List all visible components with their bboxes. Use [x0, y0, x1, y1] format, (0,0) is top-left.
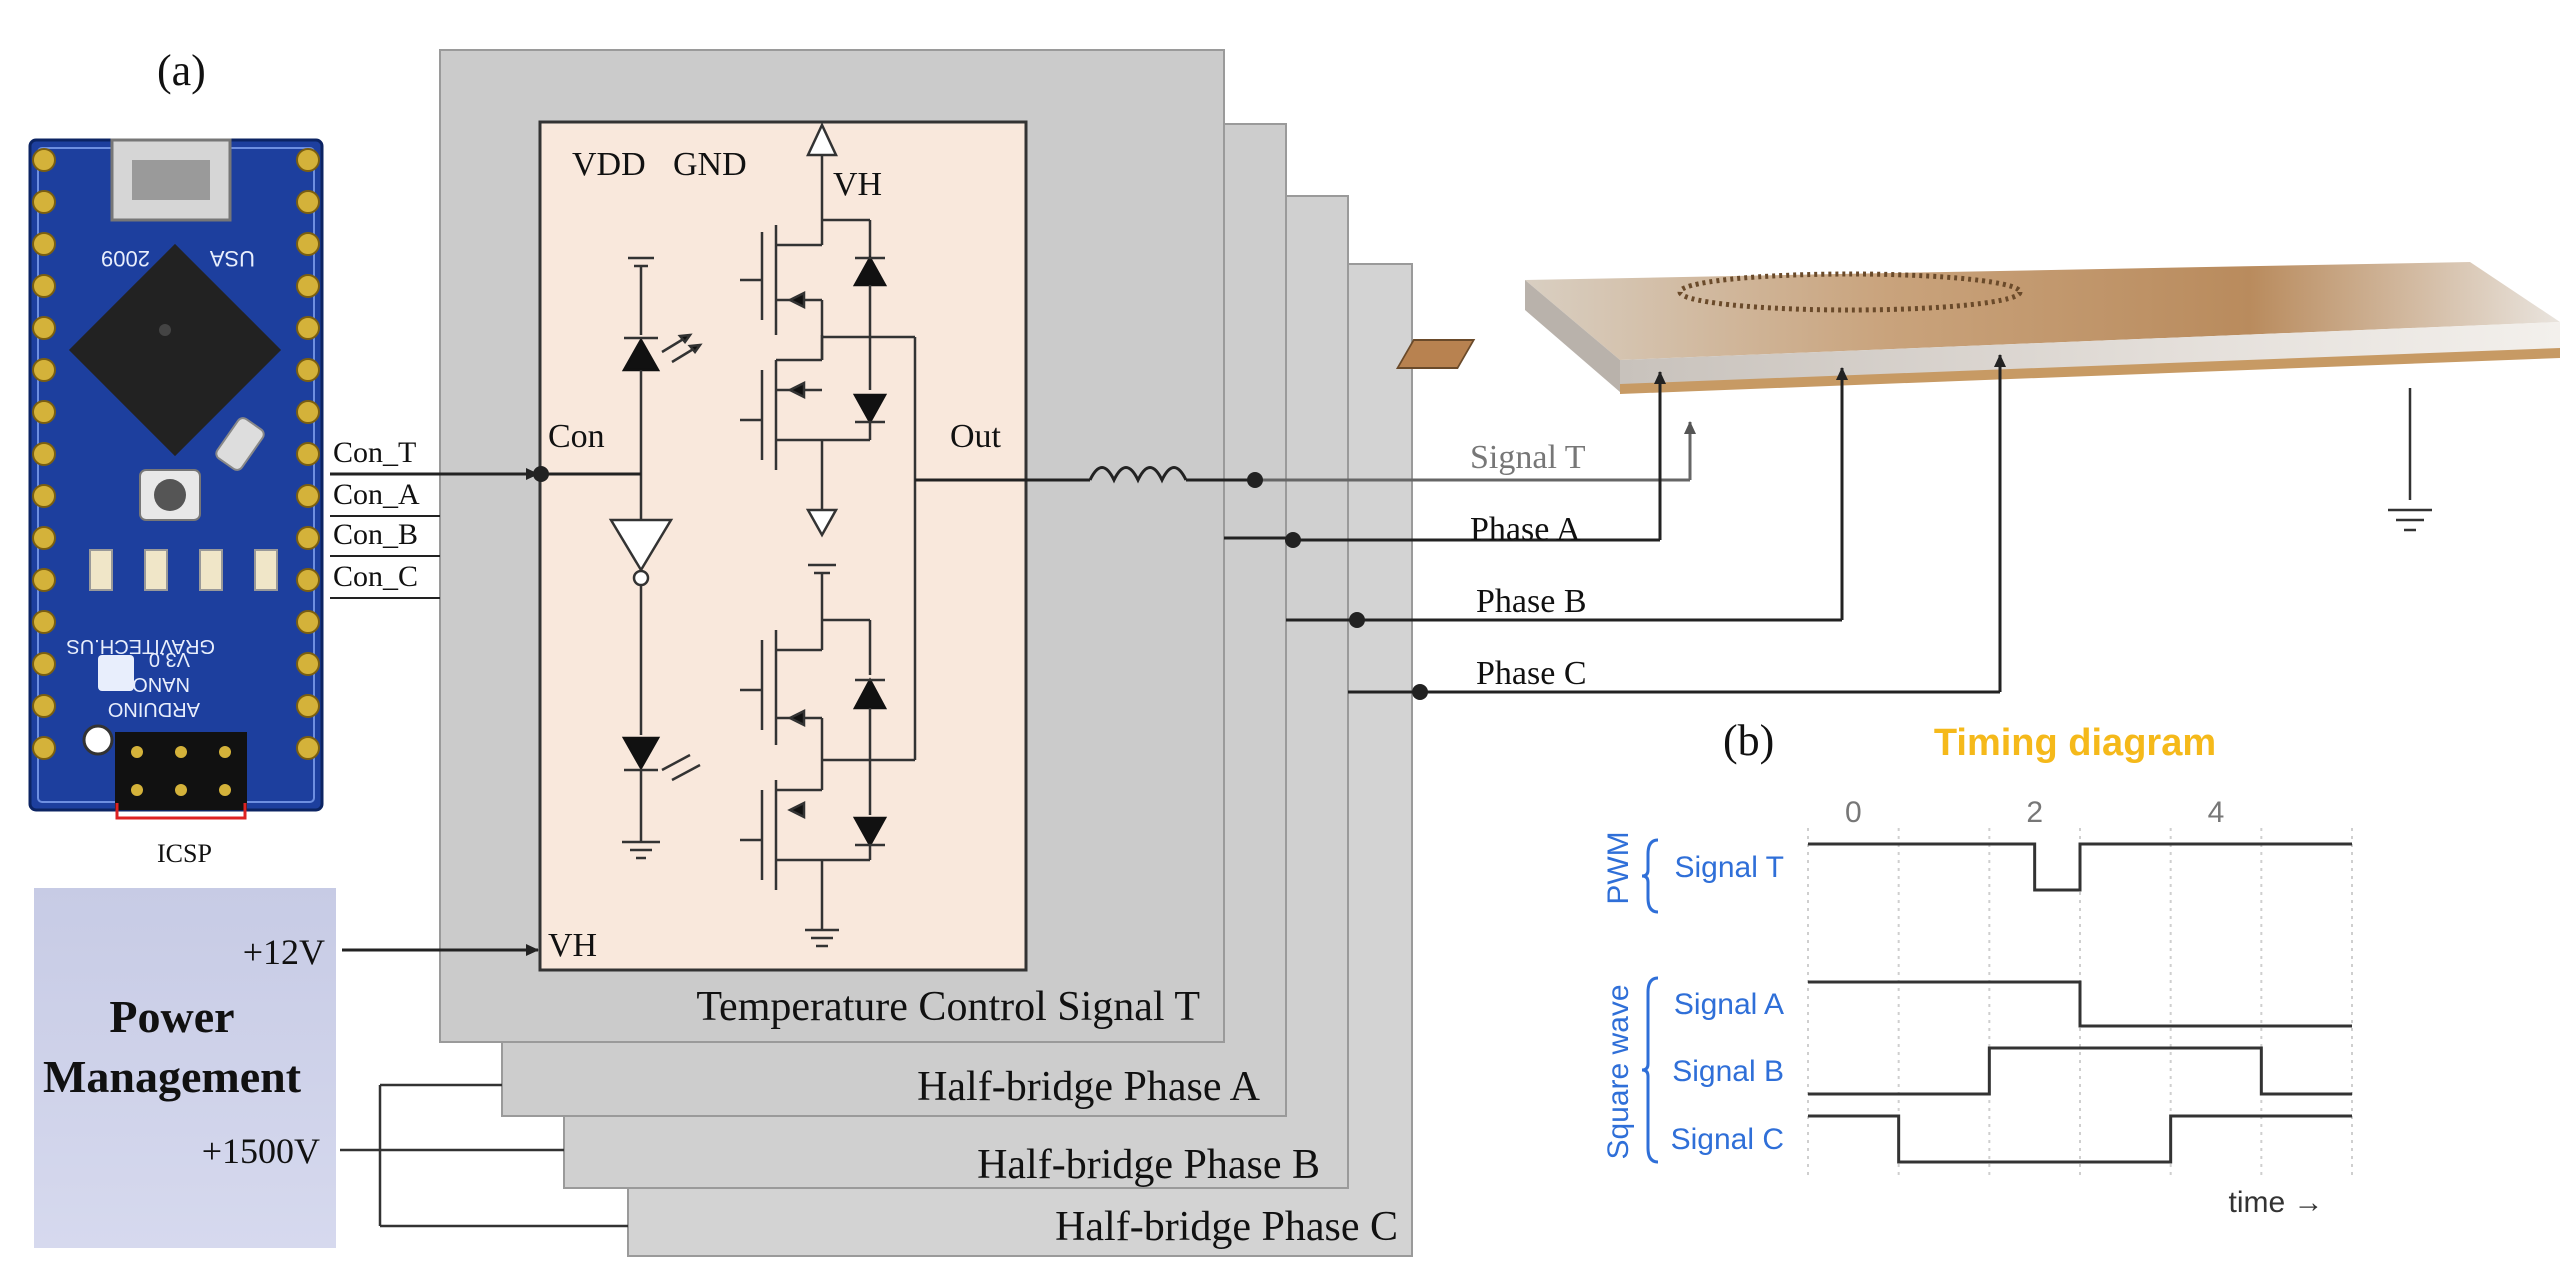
pin-right [296, 400, 320, 424]
pin-right [296, 610, 320, 634]
pin-right [296, 652, 320, 676]
gravitech-logo-icon [98, 655, 134, 691]
pin-left [32, 652, 56, 676]
pin-left [32, 148, 56, 172]
pin-right [296, 148, 320, 172]
pin-right [296, 736, 320, 760]
high-voltage-wiring [340, 1083, 628, 1228]
panel-a-label: (a) [157, 46, 206, 95]
lower-mosfet-pair [740, 480, 917, 948]
con-c-label: Con_C [333, 560, 418, 593]
phase-c-label: Phase C [1476, 655, 1587, 692]
con-t-label: Con_T [333, 436, 416, 469]
timing-waveform [1808, 980, 2352, 1028]
ground-symbol-icon [2388, 388, 2432, 532]
phase-a-label: Phase A [1470, 511, 1581, 548]
pin-left [32, 568, 56, 592]
phase-b-label: Phase B [1476, 583, 1587, 620]
board-brand: GRAVITECH.US [66, 635, 215, 657]
gnd-label: GND [673, 146, 747, 183]
pin-right [296, 442, 320, 466]
board-model: NANO [132, 673, 190, 695]
timing-diagram: 0 2 4 time → PWM Square wave Signal T Signal A S… [1602, 796, 2353, 1219]
power-12v-label: +12V [243, 932, 325, 972]
timing-waveform [1808, 1114, 2352, 1164]
card-label-phase-a: Half-bridge Phase A [917, 1064, 1261, 1110]
con-b-label: Con_B [333, 518, 418, 551]
timing-row-label: Signal A [1674, 988, 1784, 1021]
timing-waveform [1808, 1046, 2352, 1096]
pin-left [32, 484, 56, 508]
half-bridge-circuit-box [538, 120, 1028, 972]
pin-left [32, 610, 56, 634]
pcb-device-3d [1395, 262, 2560, 394]
panel-b-label: (b) [1723, 716, 1774, 765]
signal-t-label: Signal T [1470, 439, 1586, 476]
timing-row-label: Signal C [1671, 1123, 1784, 1156]
pin-right [296, 358, 320, 382]
con-a-label: Con_A [333, 478, 420, 511]
timing-row-label: Signal T [1674, 851, 1784, 884]
control-lines: Con_T Con_A Con_B Con_C [330, 436, 440, 599]
upper-mosfet-pair [740, 122, 917, 538]
timing-waveform [1808, 842, 2352, 892]
pin-right [296, 526, 320, 550]
group-label-square-wave: Square wave [1602, 984, 1635, 1159]
pin-right [296, 190, 320, 214]
timing-x-tick: 4 [2208, 796, 2225, 829]
pin-left [32, 274, 56, 298]
pin-left [32, 232, 56, 256]
pin-right [296, 274, 320, 298]
icsp-header-icon [115, 732, 247, 810]
pin-right [296, 694, 320, 718]
card-label-signal-t: Temperature Control Signal T [696, 984, 1200, 1030]
power-title-line1: Power [109, 991, 234, 1042]
pin-left [32, 694, 56, 718]
pin-right [296, 232, 320, 256]
arduino-nano-board: 2009 USA GRAVITECH.US NANO V3.0 ARDUINO [28, 138, 324, 812]
pin-left [32, 526, 56, 550]
out-label: Out [950, 418, 1002, 455]
vh-bottom-label: VH [548, 927, 597, 964]
pin-left [32, 442, 56, 466]
signal-routing: Signal T Phase A Phase B Phase C [1224, 354, 2006, 700]
reset-button-icon [139, 469, 201, 521]
board-year: 2009 [101, 246, 150, 271]
timing-x-tick: 0 [1845, 796, 1862, 829]
pin-right [296, 568, 320, 592]
pin-left [32, 316, 56, 340]
power-title-line2: Management [43, 1051, 302, 1102]
optocoupler-driver [608, 256, 703, 860]
pwm-brace-icon [1641, 838, 1659, 914]
board-version: V3.0 [149, 648, 190, 670]
board-country: USA [209, 246, 255, 271]
pin-left [32, 358, 56, 382]
timing-title: Timing diagram [1934, 722, 2216, 764]
pin-left [32, 190, 56, 214]
pin-left [32, 400, 56, 424]
card-label-phase-b: Half-bridge Phase B [977, 1142, 1320, 1188]
group-label-pwm: PWM [1602, 831, 1635, 904]
card-label-phase-c: Half-bridge Phase C [1055, 1204, 1398, 1250]
pin-right [296, 316, 320, 340]
icsp-label: ICSP [157, 839, 212, 868]
con-label: Con [548, 418, 605, 455]
timing-row-label: Signal B [1672, 1055, 1784, 1088]
header-pins [32, 148, 320, 760]
timing-x-axis-label: time → [2228, 1186, 2323, 1219]
vh-top-label: VH [833, 166, 882, 203]
power-management-block: Power Management +12V +1500V [34, 888, 336, 1248]
pin-right [296, 484, 320, 508]
vdd-label: VDD [572, 146, 646, 183]
pin-left [32, 736, 56, 760]
power-1500v-label: +1500V [202, 1131, 320, 1171]
board-name: ARDUINO [108, 698, 200, 720]
timing-x-tick: 2 [2026, 796, 2043, 829]
square-wave-brace-icon [1641, 976, 1659, 1164]
